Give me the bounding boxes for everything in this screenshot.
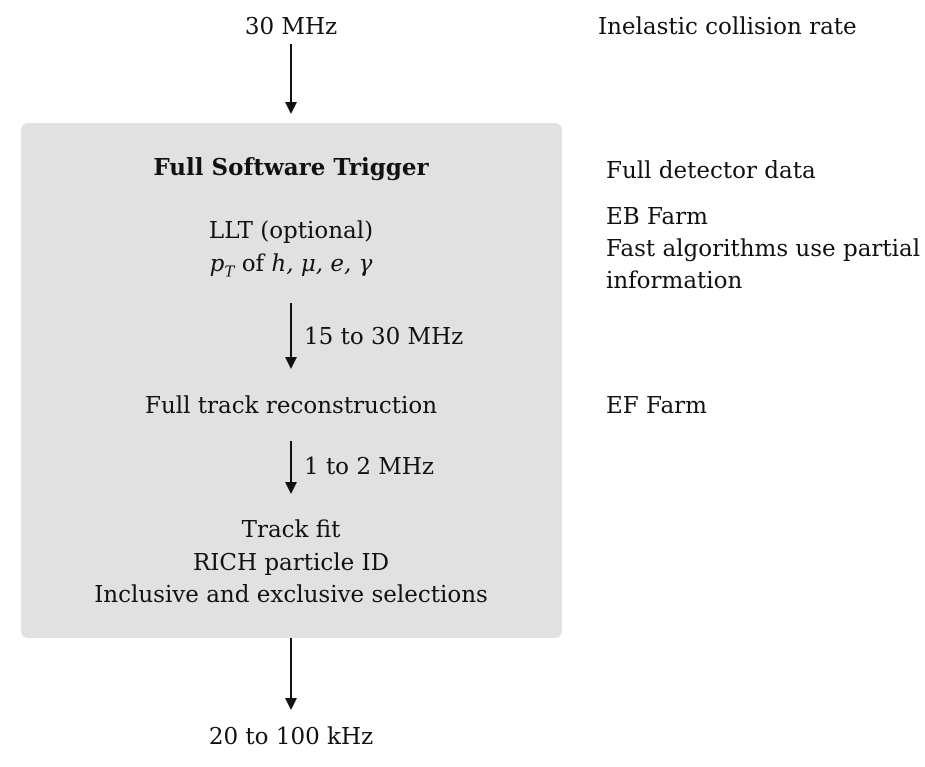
input-rate-label: 30 MHz — [244, 14, 338, 40]
rate-after-llt: 15 to 30 MHz — [304, 324, 464, 350]
pt-symbol: p — [209, 251, 225, 277]
box-title: Full Software Trigger — [153, 154, 429, 181]
reconstruction-arrow — [285, 441, 297, 494]
output-arrow — [285, 638, 297, 710]
llt-arrow — [285, 303, 297, 369]
collision-rate-note: Inelastic collision rate — [598, 14, 857, 40]
stage3-line-selections: Inclusive and exclusive selections — [94, 582, 488, 608]
llt-label: LLT (optional) — [208, 218, 374, 244]
ef-farm-note: EF Farm — [606, 393, 707, 419]
of-word: of — [241, 251, 265, 277]
llt-pt-formula: pT of h, μ, e, γ — [210, 248, 373, 288]
eb-farm-description-line2: information — [606, 268, 743, 294]
detector-data-note: Full detector data — [606, 158, 816, 184]
eb-farm-title: EB Farm — [606, 204, 708, 230]
software-trigger-box — [21, 123, 562, 638]
stage3-line-track-fit: Track fit — [241, 517, 341, 543]
stage3-line-rich-id: RICH particle ID — [192, 550, 390, 576]
rate-after-reconstruction: 1 to 2 MHz — [304, 454, 435, 480]
pt-subscript: T — [224, 262, 235, 281]
track-reconstruction-stage: Full track reconstruction — [144, 393, 438, 419]
eb-farm-description-line1: Fast algorithms use partial — [606, 236, 921, 262]
input-arrow — [285, 44, 297, 114]
output-rate-label: 20 to 100 kHz — [208, 724, 374, 750]
particle-symbols: h, μ, e, γ — [271, 251, 373, 277]
